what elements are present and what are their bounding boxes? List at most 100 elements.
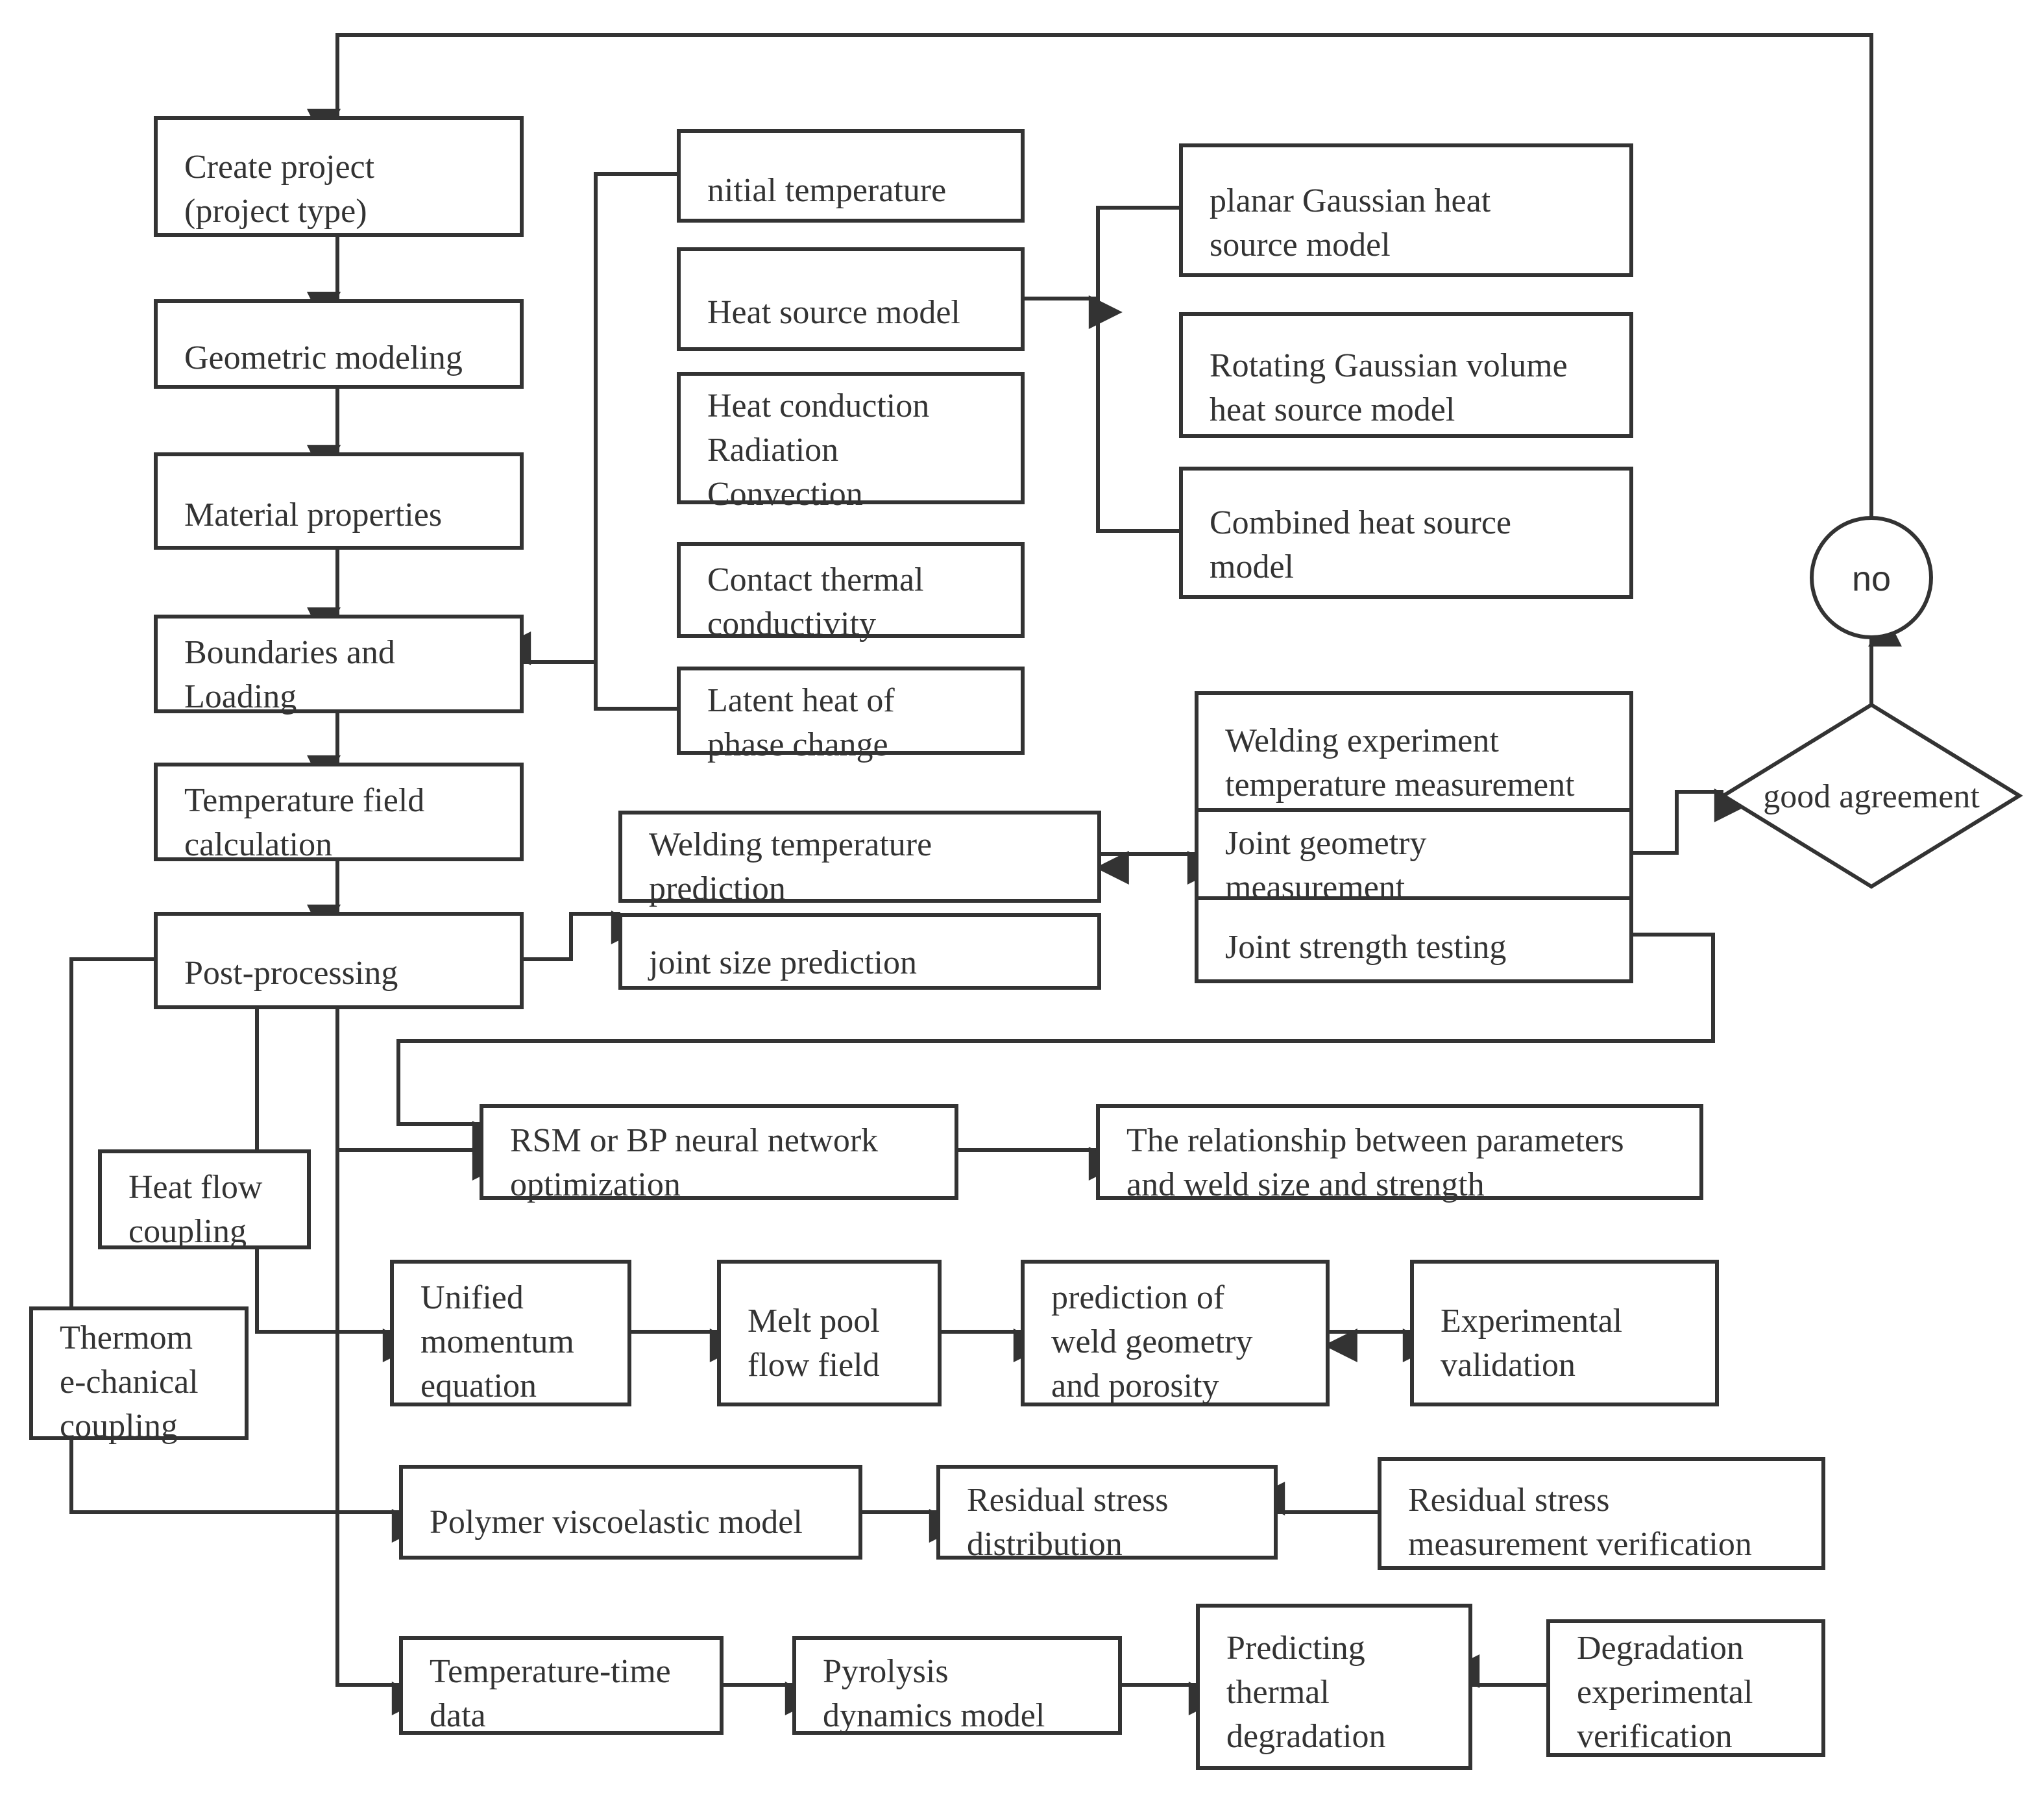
- contact-thermal-label: conductivity: [707, 606, 876, 643]
- post-processing-to-thermomechanical-connector: [69, 957, 156, 1308]
- post-processing-to-predictions-connector: [522, 911, 645, 961]
- degradation-verification-label: experimental: [1577, 1674, 1753, 1711]
- boundaries-loading-label: Boundaries and: [184, 634, 395, 671]
- contact-thermal-box: [677, 542, 1025, 638]
- prediction-weld-geometry-box: [1021, 1260, 1330, 1406]
- material-properties-node: Material properties: [154, 452, 524, 550]
- relationship-label: The relationship between parameters: [1126, 1122, 1624, 1159]
- heat-flow-coupling-label: Heat flow: [128, 1169, 263, 1206]
- create-project-label: Create project: [184, 149, 375, 186]
- prediction-weld-geometry-label: and porosity: [1051, 1367, 1219, 1404]
- latent-heat-box: [677, 667, 1025, 755]
- geometric-modeling-node: Geometric modeling: [154, 299, 524, 389]
- post-processing-to-optimization-connector: [335, 1007, 506, 1181]
- rotating-gaussian-label: heat source model: [1210, 391, 1455, 428]
- joint-strength-label: Joint strength testing: [1225, 929, 1506, 966]
- geometric-modeling-label: Geometric modeling: [184, 339, 463, 376]
- create-project-node: Create project (project type): [154, 116, 524, 237]
- combined-heat-source-label: Combined heat source: [1210, 504, 1511, 541]
- predicting-degradation-box: [1196, 1604, 1472, 1770]
- heat-flow-coupling-label: coupling: [128, 1213, 247, 1250]
- experimental-validation-label: validation: [1441, 1347, 1576, 1384]
- joint-strength-node: Joint strength testing: [1195, 896, 1633, 983]
- post-processing-to-temperature-time-connector: [335, 1150, 426, 1715]
- residual-stress-verification-label: Residual stress: [1408, 1482, 1610, 1519]
- planar-gaussian-label: planar Gaussian heat: [1210, 182, 1491, 219]
- residual-stress-distribution-box: [936, 1465, 1278, 1560]
- latent-heat-label: phase change: [707, 726, 888, 763]
- temperature-field-box: [154, 763, 524, 861]
- good-agreement-label: good agreement: [1763, 778, 1980, 815]
- heat-transfer-modes-box: [677, 372, 1025, 504]
- no-label: no: [1852, 559, 1891, 598]
- degradation-verification-label: Degradation: [1577, 1630, 1744, 1667]
- joint-geometry-box: [1195, 808, 1633, 900]
- welding-temp-prediction-label: prediction: [649, 870, 786, 907]
- residual-stress-distribution-label: Residual stress: [967, 1482, 1169, 1519]
- initial-temperature-bracket-connector: [594, 172, 679, 711]
- relationship-box: [1096, 1104, 1703, 1200]
- connectors: [69, 33, 1902, 1715]
- decision-diamond: [1720, 702, 2023, 889]
- rsm-bp-label: optimization: [510, 1166, 681, 1203]
- polymer-viscoelastic-label: Polymer viscoelastic model: [430, 1504, 803, 1541]
- heat-flow-coupling-box: [98, 1149, 311, 1249]
- contact-thermal-node: Contact thermal conductivity: [677, 542, 1025, 643]
- good-agreement-decision: good agreement: [1720, 702, 2023, 889]
- joint-size-prediction-node: joint size prediction: [618, 913, 1101, 990]
- boundaries-loading-box: [154, 615, 524, 713]
- combined-heat-source-node: Combined heat source model: [1179, 467, 1633, 599]
- experimental-validation-box: [1410, 1260, 1719, 1406]
- melt-pool-label: flow field: [748, 1347, 880, 1384]
- rotating-gaussian-box: [1179, 312, 1633, 438]
- unified-momentum-label: equation: [420, 1367, 537, 1404]
- heat-source-model-label: Heat source model: [707, 294, 960, 331]
- heat-transfer-modes-label: Radiation: [707, 432, 838, 469]
- temperature-time-data-label: data: [430, 1697, 486, 1734]
- predicting-degradation-label: thermal: [1226, 1674, 1330, 1711]
- experimental-validation-label: Experimental: [1441, 1303, 1622, 1340]
- polymer-viscoelastic-box: [399, 1465, 862, 1560]
- create-project-label: (project type): [184, 193, 367, 230]
- degradation-verification-label: verification: [1577, 1718, 1733, 1755]
- planar-gaussian-box: [1179, 143, 1633, 277]
- degradation-verification-box: [1546, 1619, 1825, 1757]
- unified-momentum-box: [390, 1260, 631, 1406]
- welding-temp-prediction-label: Welding temperature: [649, 826, 932, 863]
- heat-transfer-modes-label: Heat conduction: [707, 387, 929, 424]
- boundaries-loading-label: Loading: [184, 678, 297, 715]
- combined-heat-source-label: model: [1210, 548, 1294, 585]
- experimental-validation-node: Experimental validation: [1410, 1260, 1719, 1406]
- pyrolysis-model-label: dynamics model: [823, 1697, 1045, 1734]
- predicting-degradation-label: degradation: [1226, 1718, 1385, 1755]
- thermomechanical-to-viscoelastic-connector: [69, 1438, 426, 1543]
- no-node: no: [1810, 516, 1933, 639]
- no-circle: [1810, 516, 1933, 639]
- thermomechanical-coupling-label: coupling: [60, 1408, 178, 1445]
- residual-stress-verification-box: [1378, 1457, 1825, 1570]
- residual-stress-distribution-label: distribution: [967, 1526, 1123, 1563]
- heat-source-models-bracket-connector: [1096, 206, 1181, 533]
- heat-source-model-box: [677, 247, 1025, 351]
- thermomechanical-coupling-box: [29, 1306, 249, 1440]
- contact-thermal-label: Contact thermal: [707, 561, 924, 598]
- initial-temperature-node: nitial temperature: [677, 129, 1025, 223]
- residual-stress-verification-label: measurement verification: [1408, 1526, 1752, 1563]
- thermomechanical-coupling-label: e-chanical: [60, 1364, 199, 1401]
- unified-momentum-label: Unified: [420, 1279, 524, 1316]
- degradation-verification-node: Degradation experimental verification: [1546, 1619, 1825, 1757]
- rsm-bp-box: [480, 1104, 958, 1200]
- welding-temp-prediction-box: [618, 811, 1101, 903]
- residual-stress-distribution-node: Residual stress distribution: [936, 1465, 1278, 1563]
